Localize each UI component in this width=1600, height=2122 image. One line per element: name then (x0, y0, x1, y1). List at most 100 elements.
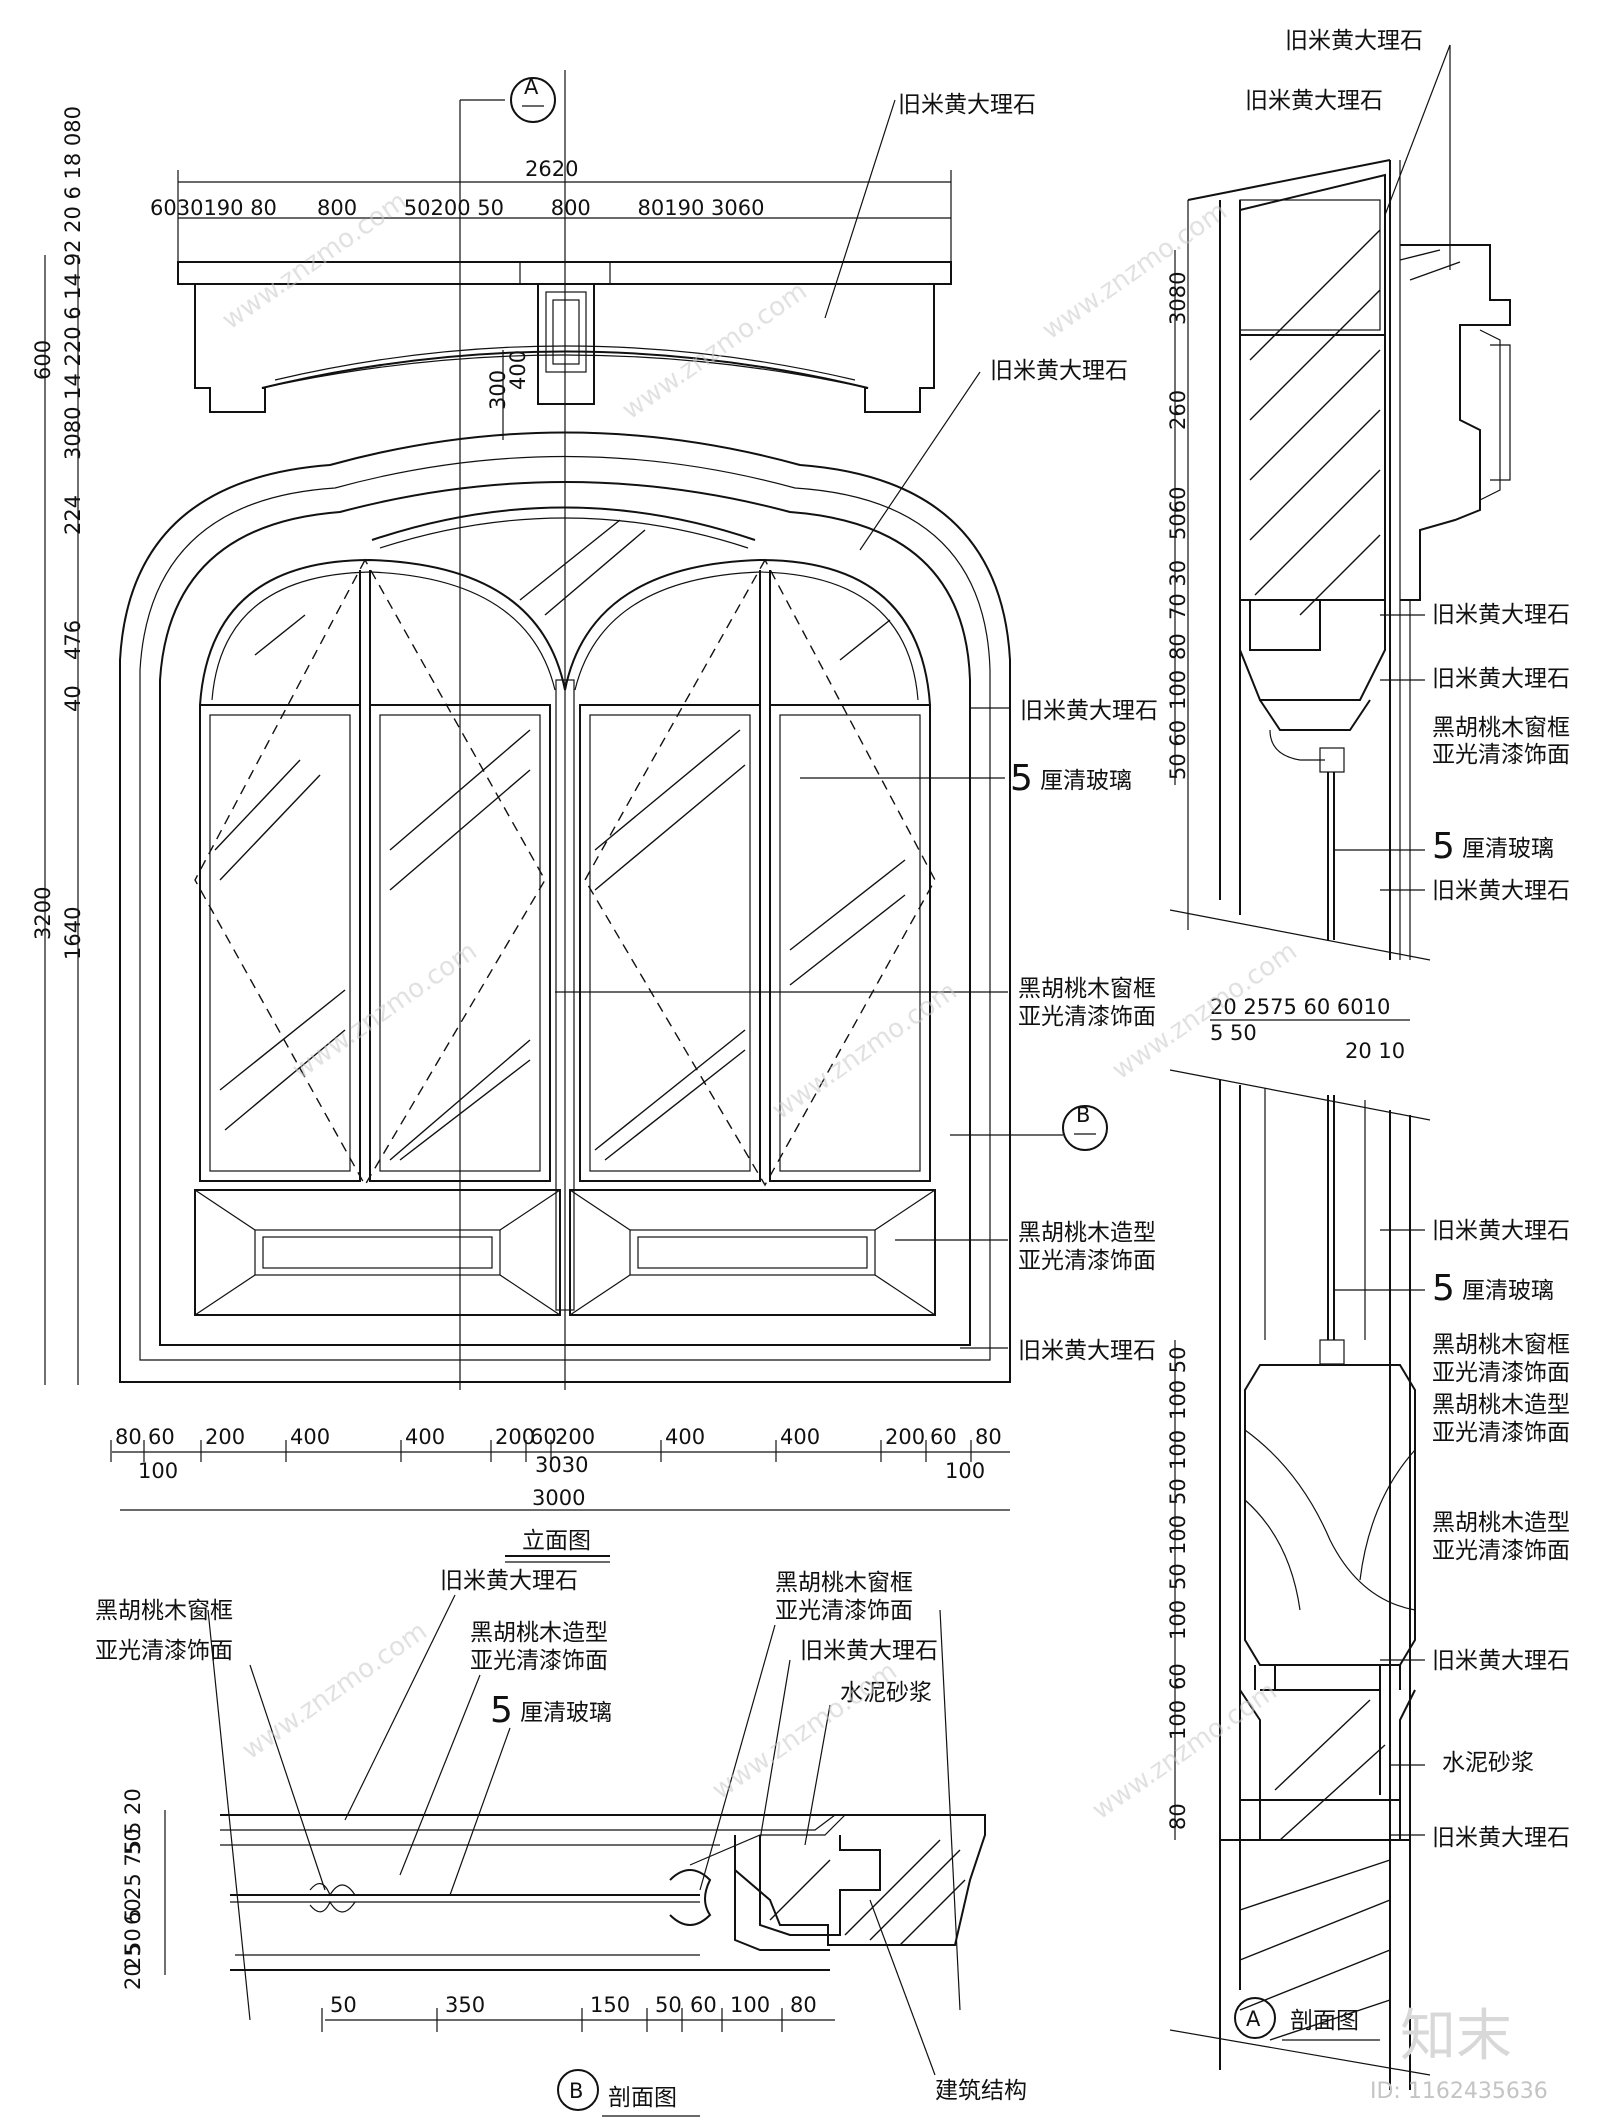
dim-bottom-9: 400 (780, 1425, 820, 1449)
sa-marble-2: 旧米黄大理石 (1245, 88, 1383, 114)
callout-marble-4: 旧米黄大理石 (1018, 1338, 1156, 1364)
marker-b-mid: B (1076, 1103, 1090, 1127)
elevation-dimensions: 2620 6030190 80 800 50200 50 800 80190 3… (31, 70, 1108, 1563)
sb-marble-2: 旧米黄大理石 (800, 1638, 938, 1664)
sb-dim-5: 100 (730, 1993, 770, 2017)
sa-dim-80: 80 (1166, 633, 1190, 660)
dim-400: 400 (506, 350, 530, 390)
callout-frame-1: 黑胡桃木窗框 (1018, 976, 1156, 1002)
dim-100-left: 100 (138, 1459, 178, 1483)
section-a-lower: 20 2575 60 6010 5 50 20 10 旧米黄大理石 5 厘清玻璃 (1166, 995, 1570, 2090)
sb-left-dim-4: 50 5 (121, 1908, 145, 1955)
sa-lower-dim-2: 50 (1166, 1478, 1190, 1505)
dim-bottom-7: 200 (555, 1425, 595, 1449)
sa-dim-5060b: 50 60 (1166, 720, 1190, 780)
sb-left-dim-5: 25 (121, 1943, 145, 1970)
sa-l-marble-3: 旧米黄大理石 (1432, 1825, 1570, 1851)
sb-shape-1: 黑胡桃木造型 (470, 1620, 608, 1646)
dim-bottom-5: 200 (495, 1425, 535, 1449)
sb-dim-2: 150 (590, 1993, 630, 2017)
sb-mortar: 水泥砂浆 (840, 1680, 932, 1706)
section-b-labels: 黑胡桃木窗框 亚光清漆饰面 旧米黄大理石 黑胡桃木造型 亚光清漆饰面 5 厘清玻… (95, 1568, 1027, 2104)
sa-dim-100: 100 (1166, 670, 1190, 710)
sb-dim-6: 80 (790, 1993, 817, 2017)
dim-bottom-11: 60 (930, 1425, 957, 1449)
watermark-site-4: www.znzmo.com (287, 936, 483, 1086)
section-a-title: 剖面图 (1290, 2008, 1359, 2034)
sa-550: 5 50 (1210, 1021, 1257, 1045)
sa-lower-dim-7: 100 (1166, 1700, 1190, 1740)
marker-a-top: A (524, 75, 539, 99)
watermark: www.znzmo.com www.znzmo.com www.znzmo.co… (217, 186, 1548, 2104)
dim-3000: 3000 (532, 1486, 585, 1510)
watermark-site-3: www.znzmo.com (1037, 196, 1233, 346)
callout-marble-2: 旧米黄大理石 (990, 358, 1128, 384)
sb-structure: 建筑结构 (935, 2078, 1027, 2104)
sa-glass: 厘清玻璃 (1462, 836, 1554, 862)
section-a-upper-dims: 3080 260 5060 70 30 80 100 50 60 (1166, 250, 1190, 785)
watermark-site-7: www.znzmo.com (237, 1616, 433, 1766)
sb-left-dim-6: 20 (121, 1963, 145, 1990)
sa-dim-5060: 5060 (1166, 487, 1190, 540)
sb-left-dim-0: 5 20 (121, 1788, 145, 1835)
sa-l-frame-1: 黑胡桃木窗框 (1432, 1332, 1570, 1358)
dim-left-parts: 3080 14 220 6 14 92 20 6 18 080 (61, 106, 85, 460)
sb-dim-0: 50 (330, 1993, 357, 2017)
callout-glass-num: 5 (1010, 758, 1033, 799)
sa-frame-1: 黑胡桃木窗框 (1432, 715, 1570, 741)
sa-lower-dim-6: 60 (1166, 1663, 1190, 1690)
sa-l-frame-2: 亚光清漆饰面 (1432, 1360, 1570, 1386)
sb-left-dim-1: 50 (121, 1828, 145, 1855)
sa-2010: 20 10 (1345, 1039, 1405, 1063)
sb-left-dim-2: 25 75 (121, 1840, 145, 1900)
watermark-site-5: www.znzmo.com (767, 976, 963, 1126)
sa-lower-dim-4: 50 (1166, 1563, 1190, 1590)
elevation-callouts: 旧米黄大理石 旧米黄大理石 旧米黄大理石 5 厘清玻璃 黑胡桃木窗框 亚光清漆饰… (555, 92, 1158, 1364)
sb-frame-3: 黑胡桃木窗框 (775, 1570, 913, 1596)
callout-shape-1: 黑胡桃木造型 (1018, 1220, 1156, 1246)
dim-bottom-3: 400 (290, 1425, 330, 1449)
sa-glass-num: 5 (1432, 826, 1455, 867)
watermark-site-8: www.znzmo.com (707, 1656, 903, 1806)
sa-marble-4: 旧米黄大理石 (1432, 666, 1570, 692)
sb-glass: 厘清玻璃 (520, 1700, 612, 1726)
sa-dim-3080: 3080 (1166, 272, 1190, 325)
sa-l-glass: 厘清玻璃 (1462, 1278, 1554, 1304)
dim-bottom-0: 80 (115, 1425, 142, 1449)
watermark-brand: 知末 (1400, 2004, 1512, 2069)
sa-lower-dim-0: 100 50 (1166, 1347, 1190, 1420)
sa-frame-2: 亚光清漆饰面 (1432, 742, 1570, 768)
sb-frame-1: 黑胡桃木窗框 (95, 1598, 233, 1624)
dim-3030: 3030 (535, 1453, 588, 1477)
sa-l-shape-3: 黑胡桃木造型 (1432, 1510, 1570, 1536)
dim-bottom-12: 80 (975, 1425, 1002, 1449)
sb-dim-1: 350 (445, 1993, 485, 2017)
sa-dim-260: 260 (1166, 390, 1190, 430)
dim-1640: 1640 (61, 907, 85, 960)
sa-lower-dim-8: 80 (1166, 1803, 1190, 1830)
sa-top-row: 20 2575 60 6010 (1210, 995, 1390, 1019)
sa-l-marble-2: 旧米黄大理石 (1432, 1648, 1570, 1674)
dim-224: 224 (61, 495, 85, 535)
sb-frame-2: 亚光清漆饰面 (95, 1638, 233, 1664)
sa-marble-5: 旧米黄大理石 (1432, 878, 1570, 904)
dim-3200: 3200 (31, 887, 55, 940)
dim-bottom-2: 200 (205, 1425, 245, 1449)
sb-dim-3: 50 (655, 1993, 682, 2017)
watermark-site-2: www.znzmo.com (617, 276, 813, 426)
sb-glass-num: 5 (490, 1690, 513, 1731)
sa-lower-dim-1: 100 (1166, 1430, 1190, 1470)
sa-l-shape-4: 亚光清漆饰面 (1432, 1538, 1570, 1564)
sb-left-dim-3: 60 (121, 1898, 145, 1925)
sa-l-marble-1: 旧米黄大理石 (1432, 1218, 1570, 1244)
sa-dim-7030: 70 30 (1166, 560, 1190, 620)
dim-top-parts: 6030190 80 800 50200 50 800 80190 3060 (150, 196, 764, 220)
dim-bottom-8: 400 (665, 1425, 705, 1449)
dim-600: 600 (31, 340, 55, 380)
